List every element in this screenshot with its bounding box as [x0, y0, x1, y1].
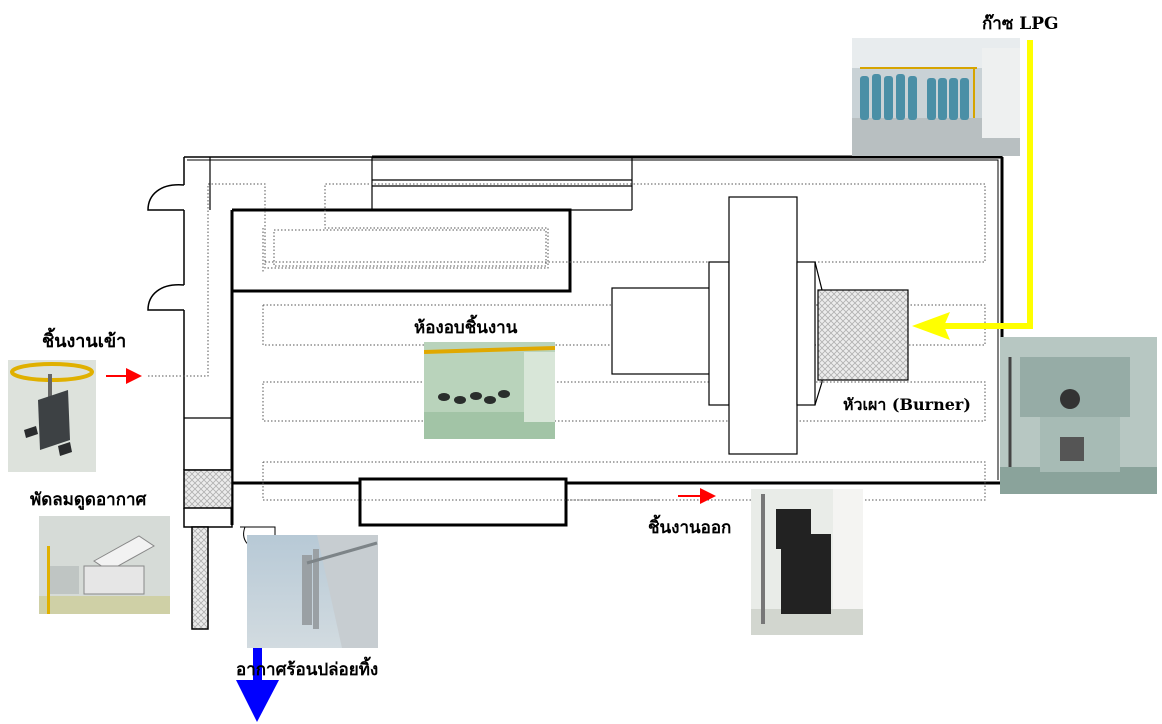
- exhaust-stack-photo: [247, 535, 378, 648]
- exhaust-label: อากาศร้อนปล่อยทิ้ง: [236, 660, 379, 680]
- exhaust-arrow: [236, 638, 279, 722]
- oven-interior-photo: [424, 342, 555, 439]
- lpg-label: ก๊าซ LPG: [982, 14, 1059, 34]
- work-out-label: ชิ้นงานออก: [648, 518, 732, 538]
- lpg-line: [912, 40, 1033, 340]
- exit-chamber: [358, 477, 568, 527]
- burner-unit-photo: [1000, 337, 1157, 494]
- burner-assembly: [611, 196, 909, 455]
- work-in-label: ชิ้นงานเข้า: [42, 331, 127, 352]
- exhaust-duct: [191, 526, 209, 630]
- side-doors: [147, 184, 185, 311]
- work-in-photo: [8, 360, 96, 472]
- lpg-cylinders-photo: [852, 38, 1020, 156]
- fan-filter: [183, 469, 233, 509]
- exhaust-fan-photo: [39, 516, 170, 614]
- oven-label: ห้องอบชิ้นงาน: [414, 318, 518, 338]
- fan-label: พัดลมดูดอากาศ: [30, 490, 147, 510]
- burner-label: หัวเผา (Burner): [843, 395, 971, 414]
- work-out-photo: [751, 489, 863, 635]
